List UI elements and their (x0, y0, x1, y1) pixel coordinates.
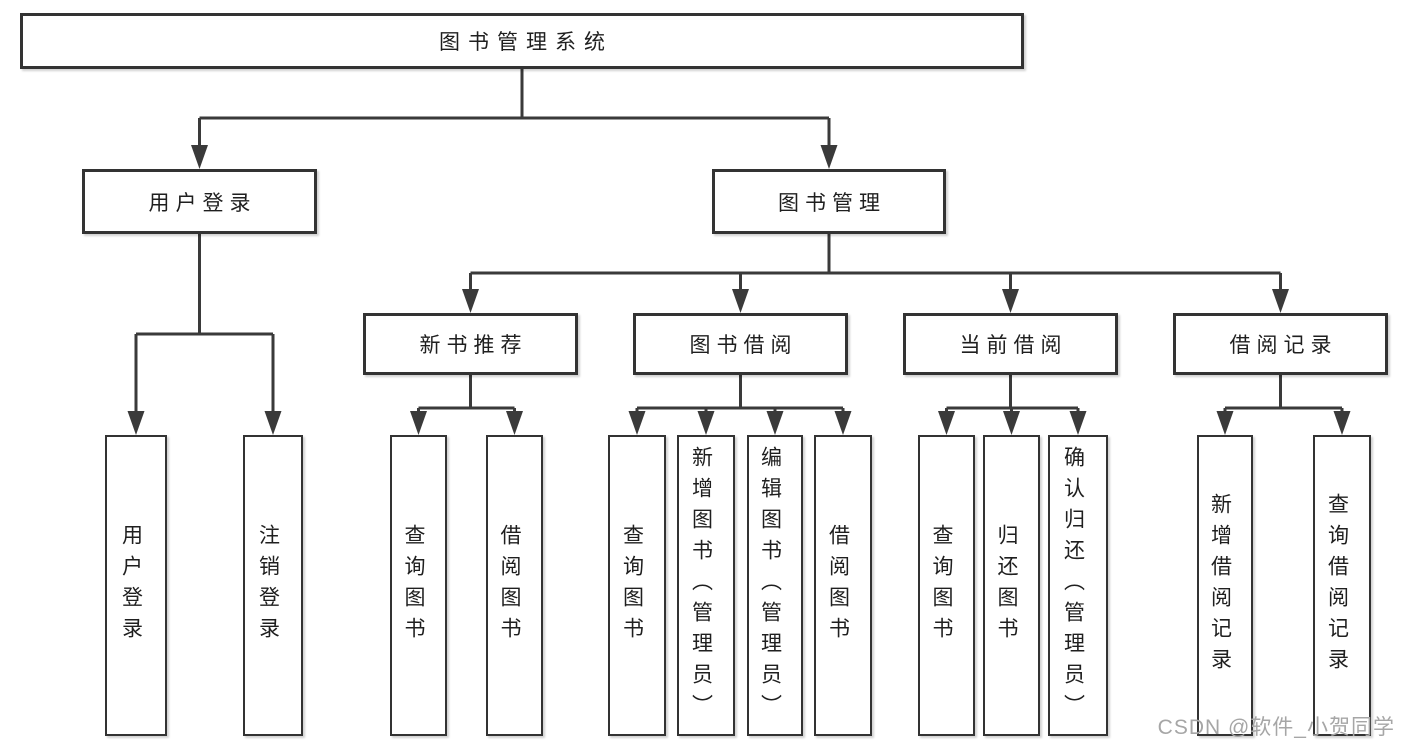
leaf-return-books: 归还图书 (983, 435, 1040, 736)
node-new-book-recommend: 新书推荐 (363, 313, 578, 375)
leaf-edit-books-admin: 编辑图书（管理员） (747, 435, 803, 736)
arrowhead-icons (127, 145, 1351, 435)
leaf-borrow-books-recommend: 借阅图书 (486, 435, 543, 736)
leaf-borrow-books: 借阅图书 (814, 435, 872, 736)
node-book-borrowing-label: 图书借阅 (689, 334, 798, 357)
leaf-add-books-admin: 新增图书（管理员） (677, 435, 735, 736)
node-borrow-records: 借阅记录 (1173, 313, 1388, 375)
leaf-add-books-admin-label: 新增图书（管理员） (689, 446, 713, 725)
node-borrow-records-label: 借阅记录 (1229, 334, 1338, 357)
csdn-watermark: CSDN @软件_小贺同学 (1157, 716, 1395, 739)
leaf-user-login-label: 用户登录 (119, 523, 143, 648)
leaf-query-books-current: 查询图书 (918, 435, 975, 736)
leaf-query-books-recommend: 查询图书 (390, 435, 447, 736)
leaf-add-borrow-record: 新增借阅记录 (1197, 435, 1253, 736)
node-user-login: 用户登录 (82, 169, 317, 234)
leaf-user-login: 用户登录 (105, 435, 167, 736)
node-current-borrowing-label: 当前借阅 (959, 334, 1068, 357)
leaf-return-books-label: 归还图书 (995, 523, 1018, 648)
node-user-login-label: 用户登录 (148, 191, 257, 215)
leaf-confirm-return-admin: 确认归还（管理员） (1048, 435, 1108, 736)
connector-edges (134, 68, 1344, 414)
node-new-book-recommend-label: 新书推荐 (419, 334, 528, 357)
leaf-query-borrow-record-label: 查询借阅记录 (1325, 492, 1349, 679)
node-library-management-system-label: 图书管理系统 (439, 31, 613, 54)
node-current-borrowing: 当前借阅 (903, 313, 1118, 375)
leaf-confirm-return-admin-label: 确认归还（管理员） (1061, 446, 1085, 725)
node-book-management-label: 图书管理 (778, 191, 886, 215)
leaf-borrow-books-label: 借阅图书 (826, 523, 850, 648)
leaf-logout: 注销登录 (243, 435, 303, 736)
leaf-query-books-borrowing-label: 查询图书 (620, 523, 644, 648)
leaf-edit-books-admin-label: 编辑图书（管理员） (758, 446, 782, 725)
leaf-query-books-borrowing: 查询图书 (608, 435, 666, 736)
leaf-borrow-books-recommend-label: 借阅图书 (498, 523, 521, 648)
leaf-query-books-recommend-label: 查询图书 (402, 523, 425, 648)
node-book-management: 图书管理 (712, 169, 946, 234)
leaf-logout-label: 注销登录 (256, 523, 280, 648)
node-book-borrowing: 图书借阅 (633, 313, 848, 375)
leaf-add-borrow-record-label: 新增借阅记录 (1208, 492, 1232, 679)
leaf-query-borrow-record: 查询借阅记录 (1313, 435, 1371, 736)
leaf-query-books-current-label: 查询图书 (930, 523, 953, 648)
node-library-management-system: 图书管理系统 (20, 13, 1024, 69)
